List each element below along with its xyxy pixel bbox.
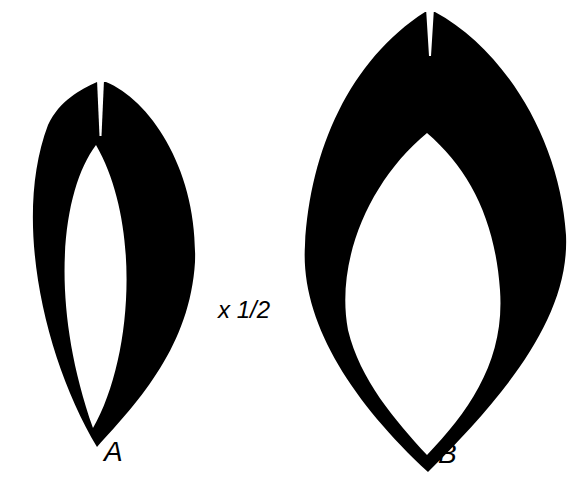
figure-letter: B: [438, 440, 457, 468]
scale-note: x 1/2: [218, 298, 270, 322]
ring-section: [33, 82, 195, 447]
ring-section: [305, 12, 567, 472]
figure-letter: A: [104, 438, 123, 466]
ring-gap: [426, 8, 434, 56]
ring-gap: [97, 80, 104, 136]
